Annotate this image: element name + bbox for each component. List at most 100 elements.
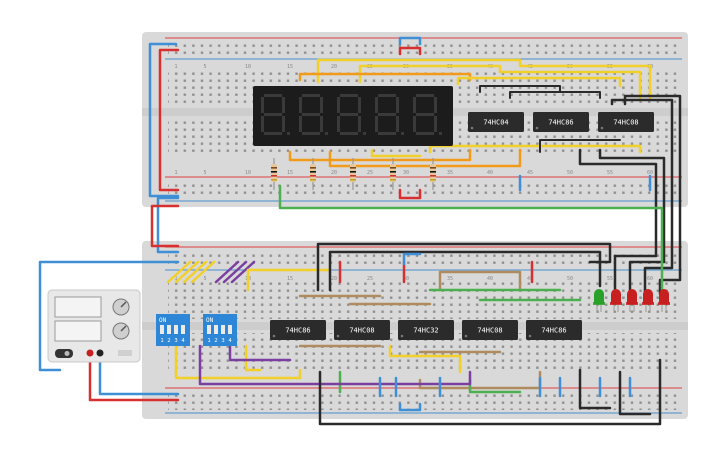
resistor-band [430,167,436,169]
dip-switch-toggle[interactable] [207,325,211,334]
ic-chip-label: 74HC08 [477,327,502,335]
led-rim [658,302,670,305]
column-label: 50 [567,170,573,176]
column-label: 20 [331,64,337,70]
display-segment [302,94,320,97]
wire-yellow-top-1 [316,58,652,100]
psu-positive-terminal[interactable] [86,349,94,357]
wire-black-right-4 [578,148,658,296]
ic-chip-label: 74HC32 [413,327,438,335]
led-body [643,289,653,304]
resistor-band [390,171,396,173]
resistor-band [310,179,316,181]
display-segment [302,113,320,116]
wire-blue-bridge [156,196,180,254]
ic-chip-body [398,320,454,340]
display-segment [264,132,282,135]
resistor-band [430,175,436,177]
psu-power-button[interactable] [55,349,73,358]
column-label: 40 [487,170,493,176]
dip-switch-toggle[interactable] [160,325,164,334]
resistor-band [430,171,436,173]
ic-chip: 74HC86 [533,112,589,132]
dip-switch-position-label: 4 [228,338,232,344]
display-segment [299,116,302,132]
column-label: 5 [203,276,206,282]
ic-chip: 74HC08 [462,320,518,340]
wire-black-top-1 [479,85,561,93]
dip-switch-toggle[interactable] [228,325,232,334]
dip-switch-toggle[interactable] [174,325,178,334]
display-segment [434,116,437,132]
display-segment [264,94,282,97]
led-red [626,289,638,312]
column-label: 55 [607,170,613,176]
dip-switch-toggle[interactable] [181,325,185,334]
display-segment [340,94,358,97]
dip-switch-toggle[interactable] [214,325,218,334]
wire-black-b1 [316,242,612,292]
display-segment [375,116,378,132]
display-decimal-point [325,132,328,135]
wires [38,36,682,426]
column-label: 50 [567,276,573,282]
psu-voltage-knob-indicator [120,301,127,308]
ic-chip: 74HC08 [598,112,654,132]
ic-chip-label: 74HC08 [349,327,374,335]
resistor-band [310,171,316,173]
ic-pin1-marker [600,126,604,130]
dip-switch-toggle[interactable] [221,325,225,334]
display-segment [299,97,302,113]
ic-pin1-marker [528,334,532,338]
wire-blue-psu-long [38,260,180,372]
psu-label-plate [118,350,132,356]
resistor [350,158,356,190]
column-label: 45 [527,170,533,176]
resistor [310,158,316,190]
wire-black-right-3 [598,148,666,296]
resistor-band [390,175,396,177]
column-label: 5 [203,64,206,70]
ic-chip-body [468,112,524,132]
ic-chip-body [270,320,326,340]
resistor-band [350,175,356,177]
display-segment [358,97,361,113]
display-segment [282,97,285,113]
top-rail-holes [168,42,678,56]
resistor [430,158,436,190]
display-digit [413,94,442,135]
display-segment [416,113,434,116]
dip-switch-position-label: 4 [181,338,185,344]
wire-black-b2 [328,250,602,292]
led-red [642,289,654,312]
resistor-band [390,167,396,169]
wire-yellow-top-3 [456,76,622,88]
wire-yellow-top-2 [358,64,642,102]
psu-current-display [54,320,102,342]
ic-chip-label: 74HC08 [613,119,638,127]
display-segment [358,116,361,132]
display-segment [337,116,340,132]
wire-purple-diagonals [214,260,256,284]
ic-chip-body [462,320,518,340]
wire-blue-top-jumper [398,36,422,46]
wire-yellow-diagonals [166,260,216,284]
column-label: 10 [245,170,251,176]
dip-switch-toggle[interactable] [167,325,171,334]
display-segment [375,97,378,113]
psu-negative-terminal[interactable] [96,349,104,357]
wire-brown-b3 [438,270,522,292]
power-supply [47,289,141,363]
dip-switch-position-label: 1 [160,338,163,344]
resistor-band [430,179,436,181]
wire-red-left-top [158,48,180,192]
led-rim [626,302,638,305]
display-segment [396,97,399,113]
psu-voltage-display [54,296,102,318]
